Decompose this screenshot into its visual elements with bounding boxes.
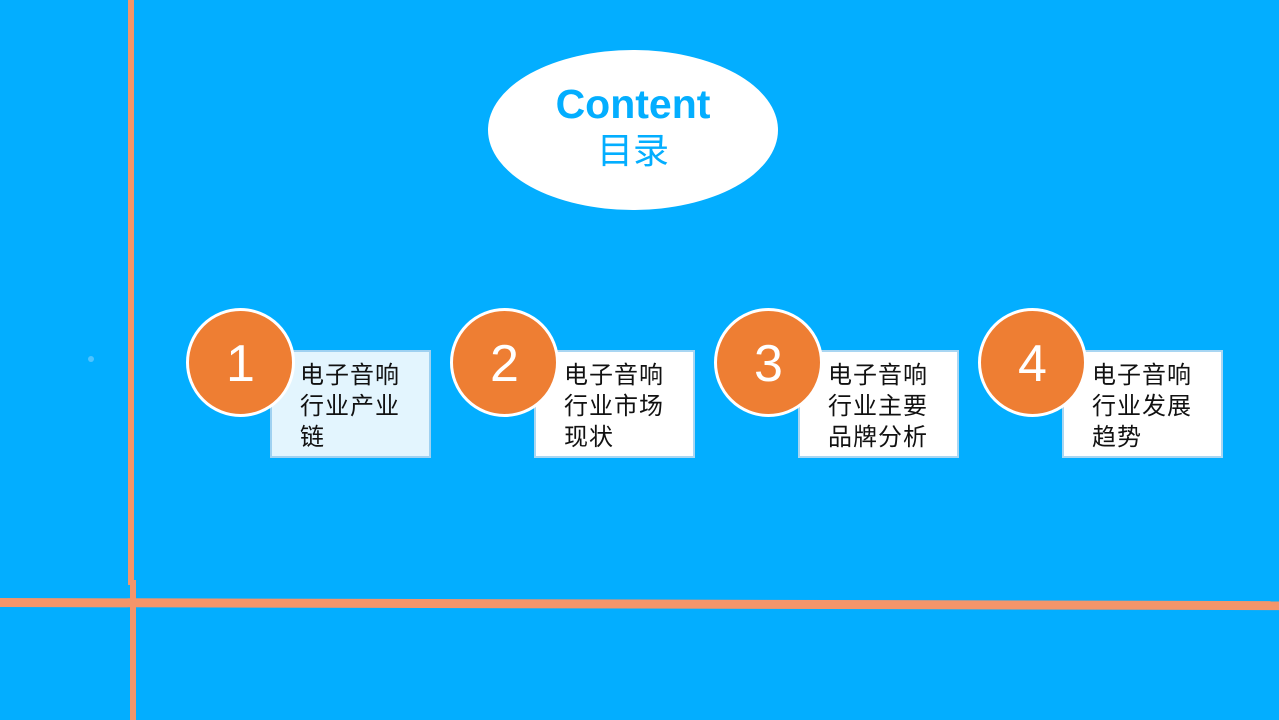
item-number: 4 <box>1018 334 1047 393</box>
item-label: 电子音响行业发展趋势 <box>1092 361 1192 451</box>
toc-item-2[interactable]: 2 电子音响行业市场现状 <box>450 308 730 468</box>
title-ellipse: Content 目录 <box>488 50 778 210</box>
item-label-box[interactable]: 电子音响行业发展趋势 <box>1062 350 1223 458</box>
title-english: Content <box>555 81 711 127</box>
decorative-vertical-line-lower <box>130 580 136 720</box>
item-label: 电子音响行业市场现状 <box>564 361 664 451</box>
item-label-box[interactable]: 电子音响行业市场现状 <box>534 350 695 458</box>
item-label-box[interactable]: 电子音响行业主要品牌分析 <box>798 350 959 458</box>
number-circle: 4 <box>978 308 1087 417</box>
toc-item-4[interactable]: 4 电子音响行业发展趋势 <box>978 308 1258 468</box>
decorative-vertical-line <box>128 0 134 585</box>
decorative-dot <box>88 356 94 362</box>
item-label: 电子音响行业产业链 <box>300 361 400 451</box>
number-circle: 2 <box>450 308 559 417</box>
toc-item-3[interactable]: 3 电子音响行业主要品牌分析 <box>714 308 994 468</box>
item-label: 电子音响行业主要品牌分析 <box>828 361 928 451</box>
title-chinese: 目录 <box>596 131 669 172</box>
number-circle: 1 <box>186 308 295 417</box>
decorative-horizontal-line <box>0 598 1279 611</box>
item-label-box[interactable]: 电子音响行业产业链 <box>270 350 431 458</box>
item-number: 2 <box>490 334 519 393</box>
item-number: 3 <box>754 334 783 393</box>
item-number: 1 <box>226 334 255 393</box>
number-circle: 3 <box>714 308 823 417</box>
toc-item-1[interactable]: 1 电子音响行业产业链 <box>186 308 466 468</box>
